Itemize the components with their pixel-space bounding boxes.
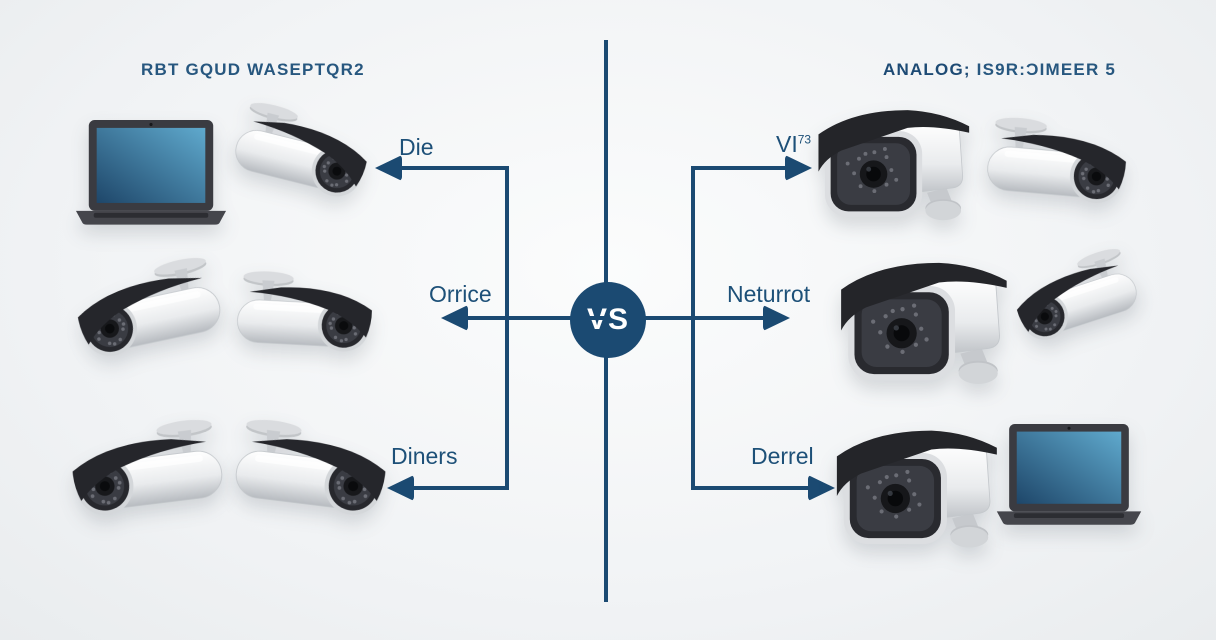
right-middle-label: Neturrot [727, 281, 811, 307]
bullet-camera-icon [56, 414, 236, 539]
bullet-camera-icon [222, 414, 402, 539]
right-top-label-sup: 73 [797, 132, 812, 147]
right-top-label: VI73 [776, 131, 812, 157]
right-top-arrow-icon [785, 155, 812, 181]
bullet-camera-icon [59, 250, 236, 381]
left-bottom-label: Diners [391, 443, 458, 469]
vs-badge: VS [570, 282, 646, 358]
right-title-bold: ANALOG; [883, 60, 971, 79]
left-bottom-connector [410, 486, 509, 490]
right-bottom-arrow-icon [808, 475, 835, 501]
bullet-camera-icon [998, 241, 1154, 364]
box-camera-icon [812, 102, 974, 224]
left-bottom-arrow-icon [387, 475, 414, 501]
bullet-camera-icon [219, 95, 385, 221]
left-top-label: Die [399, 134, 434, 160]
box-camera-icon [830, 422, 1002, 551]
right-bottom-connector [691, 486, 810, 490]
left-panel-title: RBT GQUD WASEPTQR2 [141, 60, 365, 79]
left-top-connector [398, 166, 509, 170]
left-middle-arrow-icon [441, 305, 468, 331]
box-camera-icon [834, 254, 1012, 388]
laptop-icon [72, 120, 230, 231]
bullet-camera-icon [228, 268, 385, 371]
bullet-camera-icon [976, 113, 1140, 224]
right-middle-arrow-icon [763, 305, 790, 331]
left-top-arrow-icon [375, 155, 402, 181]
right-bracket-line [691, 166, 695, 490]
left-bracket-line [505, 166, 509, 490]
right-top-connector [691, 166, 787, 170]
left-middle-connector [465, 316, 606, 320]
right-middle-connector [640, 316, 765, 320]
left-middle-label: Orrice [429, 281, 492, 307]
laptop-icon [993, 424, 1145, 530]
right-panel-title: ANALOG; IS9R:ƆIMEER 5 [883, 60, 1116, 80]
right-bottom-label: Derrel [751, 443, 814, 469]
right-title-rest: IS9R:ƆIMEER 5 [970, 60, 1117, 79]
